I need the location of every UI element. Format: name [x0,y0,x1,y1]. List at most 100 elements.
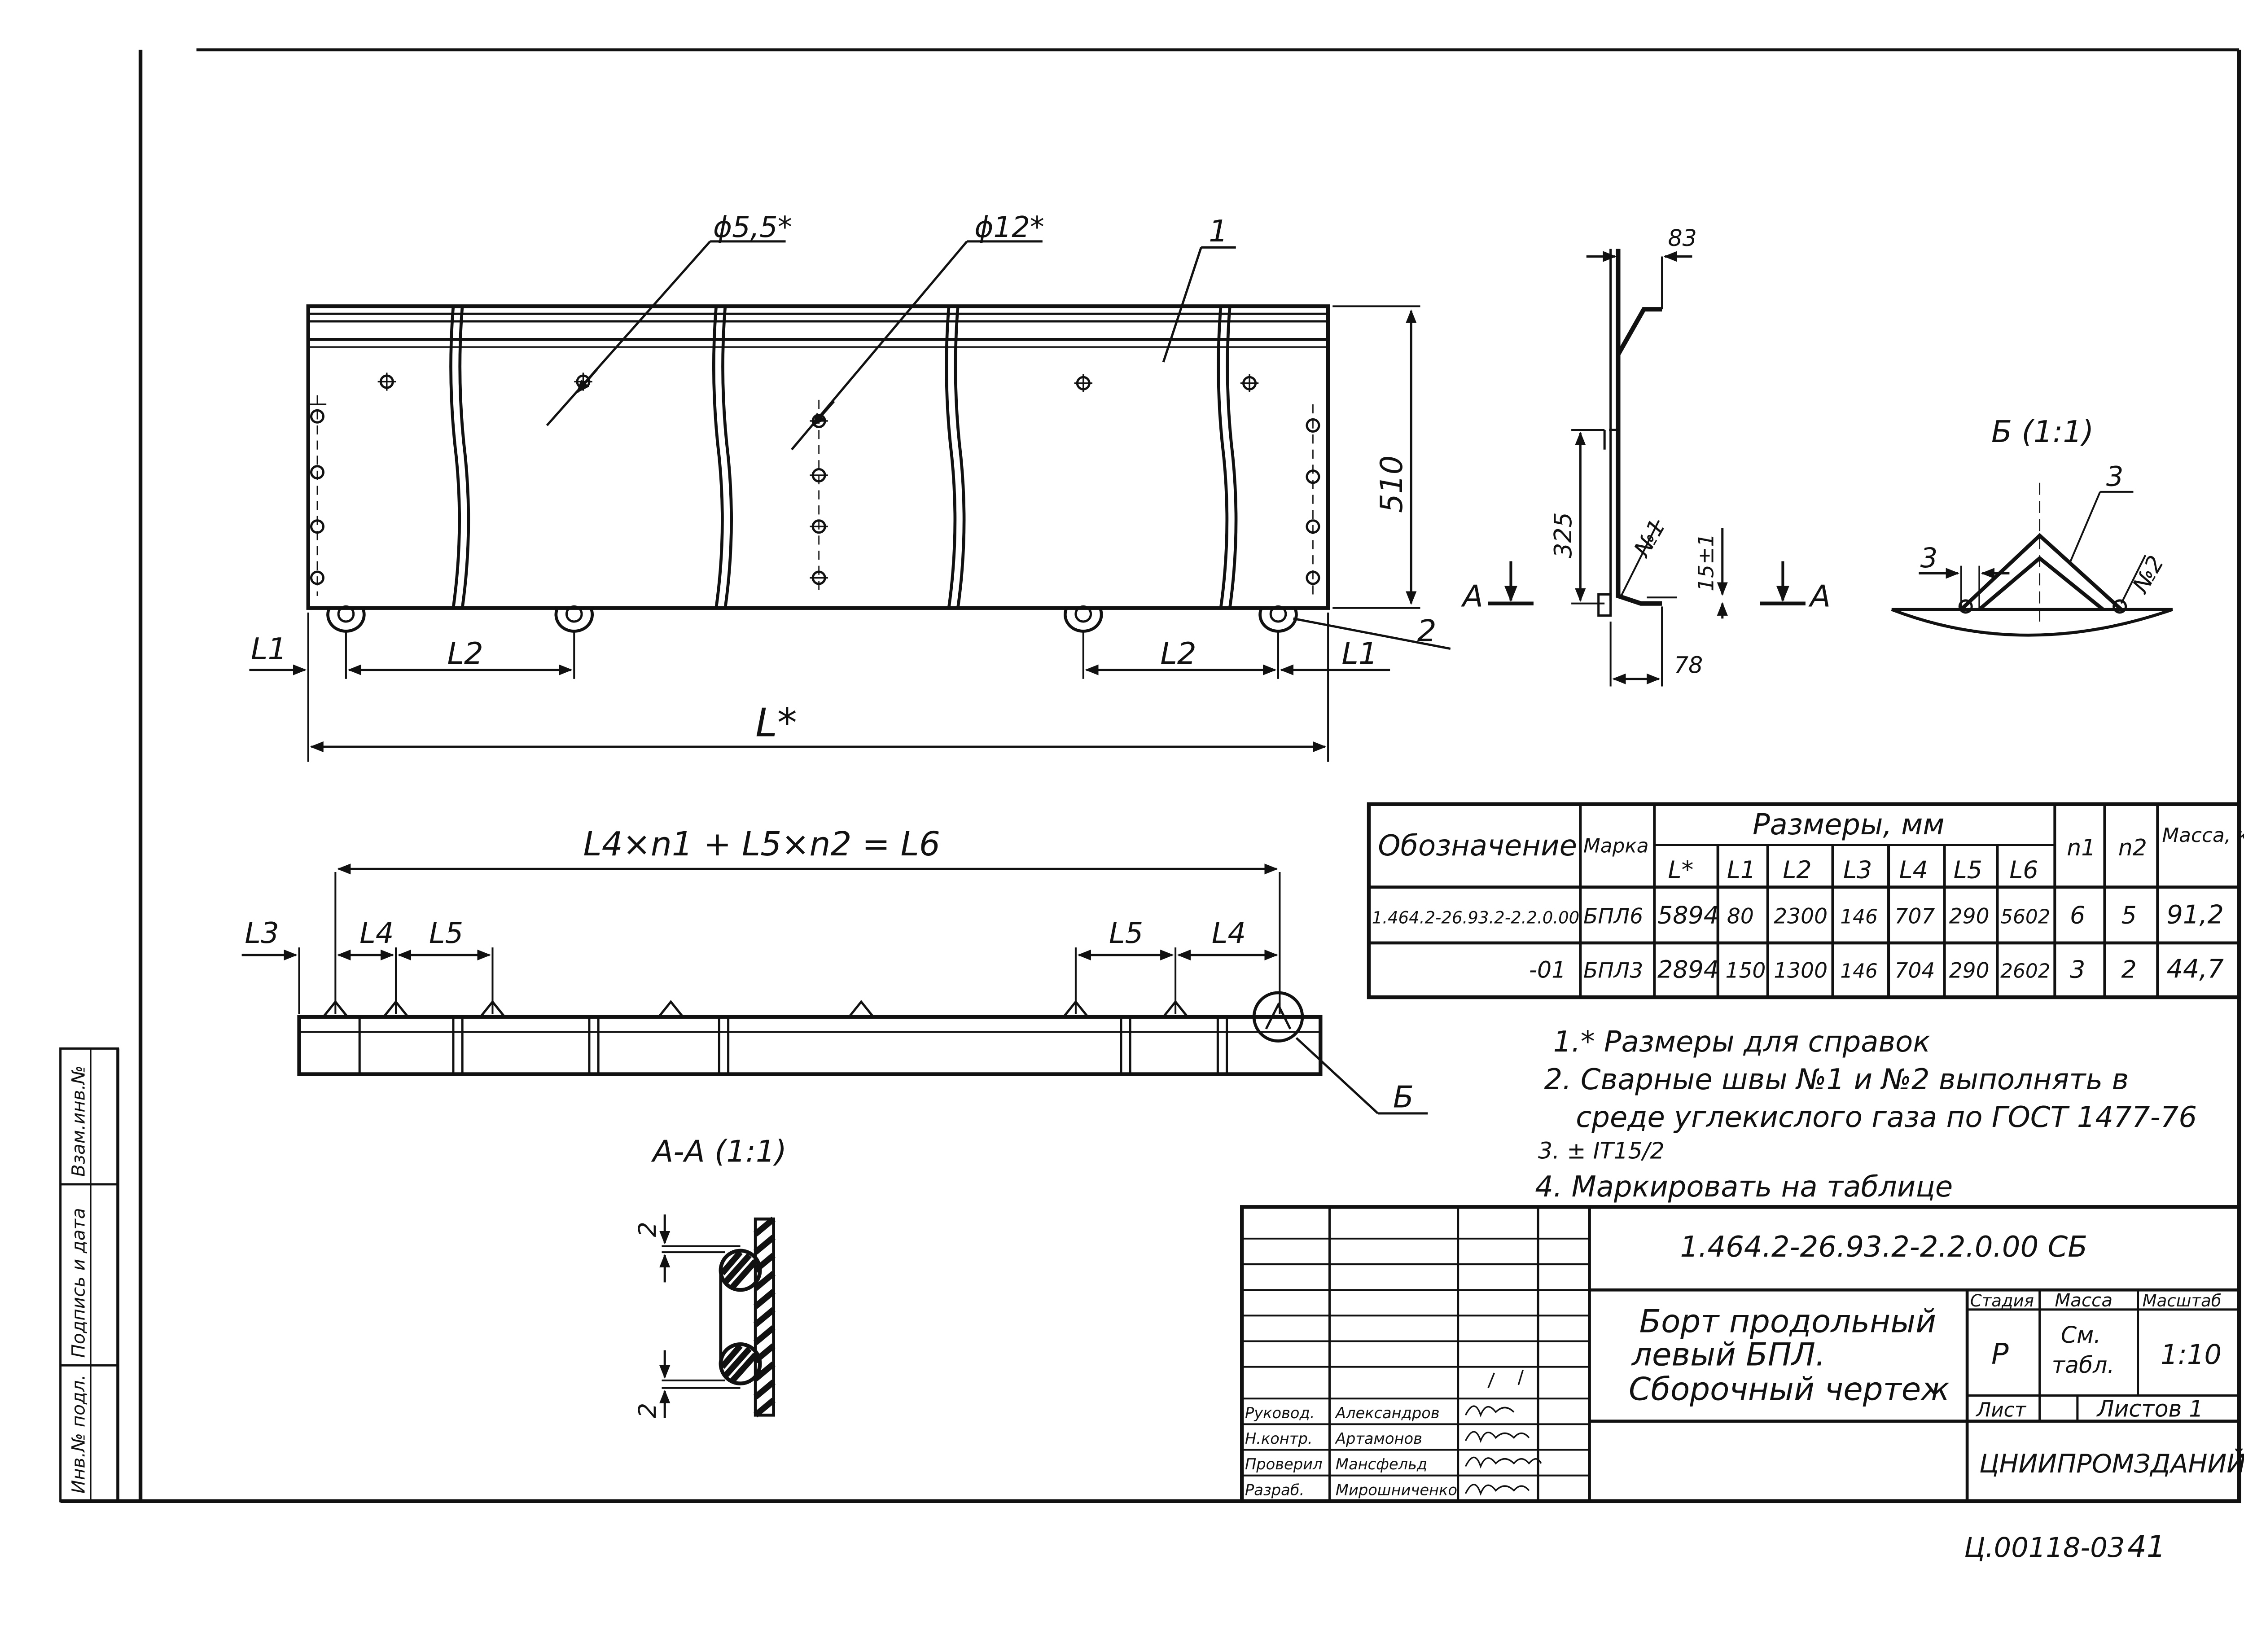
mass-label: Масса [2055,1290,2113,1311]
dim-78: 78 [1674,652,1703,678]
cell-size: 146 [1840,905,1878,928]
table-row: -01 БПЛ3 2894 150 1300 146 704 290 2602 … [1529,954,2224,984]
cell-size: 704 [1895,958,1935,983]
side-profile-view: 83 325 15±1 78 №1 A A [1461,225,1831,687]
callout-part-1: 1 [1209,214,1228,249]
th-mass: Масса, кг [2162,824,2244,847]
th-size: L5 [1954,856,1982,884]
weld-1-label: №1 [1628,515,1670,562]
spec-table: Обозначение Марка Размеры, мм n1 n2 Масс… [1367,802,2244,999]
organization-name: ЦНИИПРОМЗДАНИЙ [1979,1448,2244,1479]
dim-15: 15±1 [1694,534,1719,592]
handwritten-signatures [1464,1369,1542,1496]
section-mark-left: A [1461,578,1483,613]
side-stamp: Взам.инв.№ Подпись и дата Инв.№ подл. [59,1047,119,1503]
cell-n2: 2 [2121,955,2136,983]
dim-L4-right: L4 [1212,917,1246,950]
detail-callout-3-top: 3 [2106,461,2124,492]
note-1: 1.* Размеры для справок [1553,1025,1931,1059]
cell-mass: 44,7 [2166,954,2223,984]
cell-designation: -01 [1529,956,1566,983]
cell-size: 2602 [2000,960,2050,982]
dim-L2-right: L2 [1160,636,1196,671]
dim-L-total: L* [755,700,797,746]
th-size: L3 [1843,856,1872,884]
notes: 1.* Размеры для справок 2. Сварные швы №… [1535,1025,2197,1204]
dim-L5-left: L5 [429,917,463,950]
scale-value: 1:10 [2161,1339,2222,1371]
title-line-3: Сборочный чертеж [1629,1371,1950,1408]
dim-83: 83 [1668,225,1697,251]
stamp-original-inventory: Инв.№ подл. [68,1375,89,1494]
th-size: L* [1668,856,1694,884]
callout-hole-large: ϕ12* [974,211,1044,244]
role-label: Проверил [1245,1455,1323,1473]
cell-size: 707 [1895,904,1935,929]
stage-label: Стадия [1970,1291,2034,1310]
cell-size: 80 [1727,904,1754,929]
detail-b-title: Б (1:1) [1991,414,2094,449]
title-line-1: Борт продольный [1639,1302,1936,1340]
person-name: Мирошниченко [1336,1481,1457,1499]
cell-size: 5894 [1657,901,1719,929]
th-n1: n1 [2067,834,2095,861]
mass-value-line-1: См. [2061,1322,2101,1348]
title-line-2: левый БПЛ. [1631,1336,1826,1373]
th-mark: Марка [1583,834,1649,857]
section-aa: А-А (1:1) 2 2 [633,1134,787,1418]
cell-size: 2894 [1657,955,1719,983]
dim-L5-right: L5 [1109,917,1143,950]
cell-mass: 91,2 [2166,900,2223,929]
cell-mark: БПЛ3 [1583,958,1643,983]
person-name: Артамонов [1335,1430,1422,1447]
title-block: 1.464.2-26.93.2-2.2.0.00 СБ Борт продоль… [1240,1205,2244,1503]
stage-value: Р [1991,1338,2009,1371]
plan-formula: L4×n1 + L5×n2 = L6 [583,825,940,863]
detail-b: Б (1:1) 3 3 №2 [1891,414,2174,637]
dim-section-bottom: 2 [633,1403,662,1418]
cell-size: 290 [1949,904,1990,929]
section-mark-right: A [1808,578,1831,613]
callout-b: Б [1393,1079,1414,1114]
cell-size: 2300 [1774,904,1828,929]
note-3: 3. ± IT15/2 [1538,1138,1665,1164]
mass-value-line-2: табл. [2052,1352,2115,1378]
detail-callout-3-left: 3 [1920,543,1938,574]
main-view: ϕ5,5* ϕ12* 1 2 510 L1 L2 L2 L1 L* [249,211,1451,762]
stamp-signature-date: Подпись и дата [68,1208,89,1358]
cell-n1: 3 [2070,955,2085,983]
board-lugs [326,605,1298,633]
footer-code: Ц.00118-03 [1964,1532,2125,1564]
person-name: Мансфельд [1336,1455,1427,1473]
role-label: Руковод. [1245,1404,1315,1422]
role-label: Разраб. [1245,1481,1304,1499]
note-2: 2. Сварные швы №1 и №2 выполнять в [1544,1063,2129,1096]
table-row: 1.464.2-26.93.2-2.2.0.00 БПЛ6 5894 80 23… [1372,900,2224,929]
cell-size: 150 [1725,958,1766,983]
weld-2-label: №2 [2126,551,2169,598]
th-size: L4 [1899,856,1928,884]
footer-page: 41 [2127,1529,2166,1564]
stamp-replacement-inventory: Взам.инв.№ [68,1065,89,1177]
title-code: 1.464.2-26.93.2-2.2.0.00 СБ [1680,1231,2087,1264]
th-size: L1 [1727,856,1756,884]
section-aa-title: А-А (1:1) [651,1134,787,1169]
sheet-frame [60,48,2241,1503]
cell-n2: 5 [2121,901,2136,929]
board-panel-outline [306,304,1330,610]
cell-size: 1300 [1774,958,1828,983]
role-label: Н.контр. [1245,1430,1313,1447]
cell-mark: БПЛ6 [1583,904,1643,929]
board-holes [308,372,1320,596]
note-2-cont: среде углекислого газа по ГОСТ 1477-76 [1576,1101,2197,1134]
th-sizes: Размеры, мм [1753,808,1945,841]
dim-L4-left: L4 [359,917,394,950]
cell-size: 146 [1840,960,1878,982]
cell-designation: 1.464.2-26.93.2-2.2.0.00 [1372,908,1579,927]
plan-view: L4×n1 + L5×n2 = L6 L3 L4 L5 L5 L4 Б [241,825,1428,1114]
th-size: L2 [1783,856,1811,884]
note-4: 4. Маркировать на таблице [1535,1170,1953,1204]
scale-label: Масштаб [2143,1291,2222,1310]
callout-part-2: 2 [1417,613,1437,649]
